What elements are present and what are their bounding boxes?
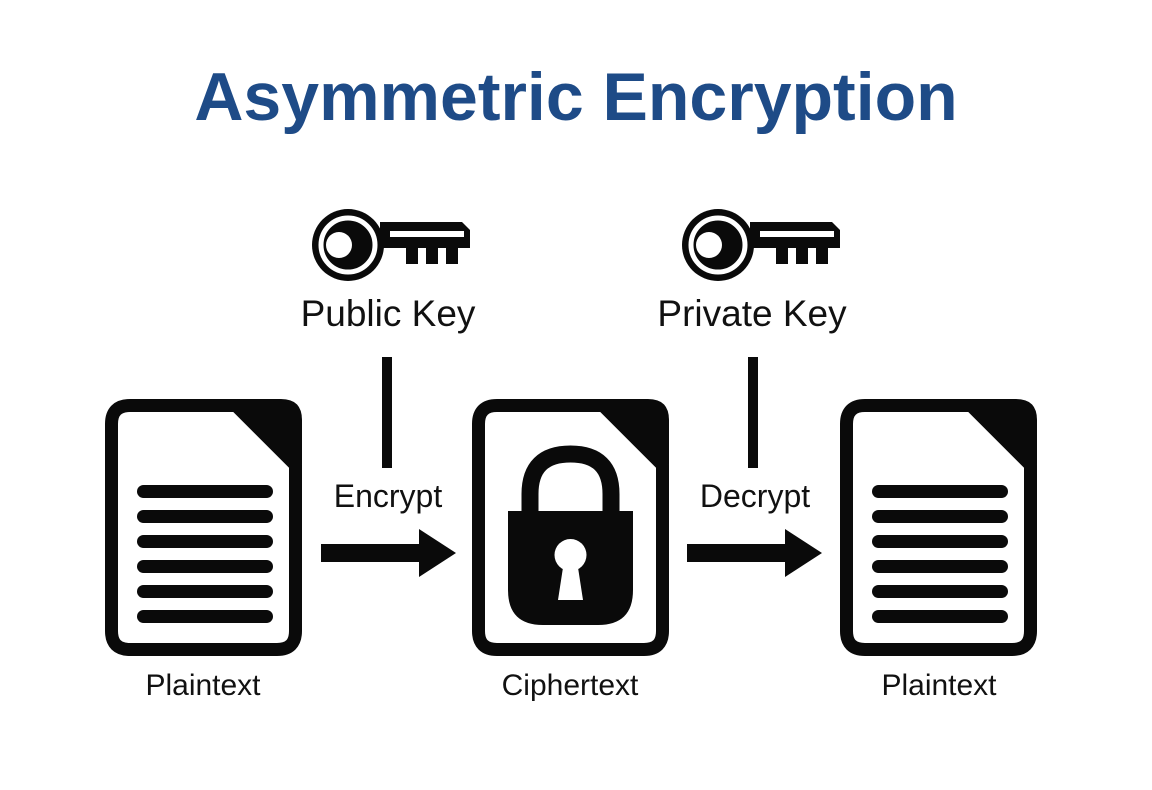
- document-text-icon: [840, 399, 1037, 656]
- encrypt-label: Encrypt: [333, 478, 443, 514]
- arrow-right-icon: [321, 529, 456, 577]
- decrypt-label: Decrypt: [699, 478, 811, 514]
- public-key-label: Public Key: [300, 293, 476, 334]
- key-icon: [312, 209, 470, 281]
- private-key-label: Private Key: [657, 293, 847, 334]
- ciphertext-label: Ciphertext: [501, 669, 639, 702]
- public-key-connector-line: [382, 357, 392, 468]
- document-lock-icon: [472, 399, 669, 656]
- document-text-icon: [105, 399, 302, 656]
- arrow-right-icon: [687, 529, 822, 577]
- key-icon: [682, 209, 840, 281]
- page-title: Asymmetric Encryption: [194, 59, 958, 135]
- plaintext-output-label: Plaintext: [881, 669, 997, 702]
- plaintext-input-label: Plaintext: [145, 669, 261, 702]
- lock-icon: [508, 445, 633, 625]
- text-lines-icon: [137, 485, 273, 623]
- private-key-connector-line: [748, 357, 758, 468]
- text-lines-icon: [872, 485, 1008, 623]
